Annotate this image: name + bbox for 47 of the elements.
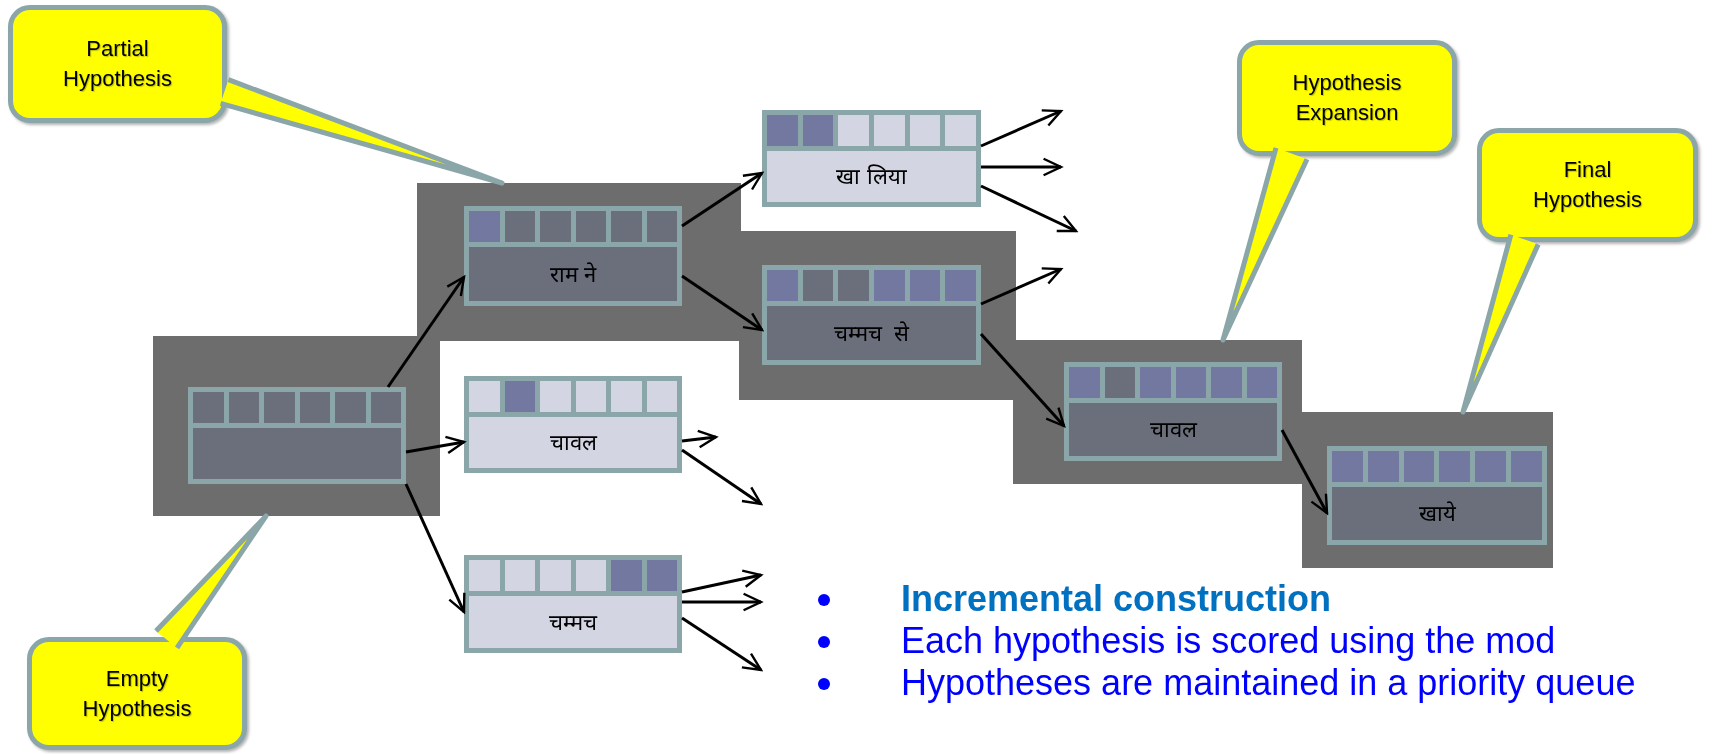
arrow: [980, 184, 1078, 233]
hypothesis-card: [762, 110, 981, 207]
hypothesis-label: राम ने: [549, 260, 597, 289]
arrow: [980, 267, 1063, 306]
arrow: [980, 109, 1063, 148]
hypothesis-card: [464, 555, 682, 653]
arrow: [405, 435, 466, 455]
hypothesis-label: चावल: [549, 429, 597, 457]
bullet-text: Each hypothesis is scored using the mod: [901, 620, 1556, 662]
callout-bubble: [1477, 128, 1698, 242]
hypothesis-label: चम्मच: [549, 608, 597, 637]
callout-bubble: [8, 5, 227, 123]
callout-text: Partial Hypothesis: [62, 35, 173, 93]
callout-text: Final Hypothesis: [1532, 156, 1643, 214]
callout-bubble: [27, 637, 247, 750]
hypothesis-label: खाये: [1418, 500, 1456, 528]
beam-stack-panel: [739, 231, 1016, 400]
arrow: [681, 429, 718, 449]
arrow: [404, 483, 466, 614]
hypothesis-label: चम्मच से: [833, 319, 910, 348]
beam-stack-panel: [417, 183, 741, 341]
hypothesis-label: खा लिया: [836, 163, 907, 191]
arrow: [681, 448, 763, 506]
arrow: [979, 333, 1066, 428]
arrow: [386, 275, 466, 388]
hypothesis-card: [188, 387, 406, 484]
callout-bubble: [1237, 40, 1457, 156]
arrow: [682, 592, 763, 612]
arrow: [681, 274, 764, 332]
hypothesis-card: [464, 206, 682, 306]
bullet-text: Incremental construction: [901, 578, 1332, 620]
callout-text: Hypothesis Expansion: [1291, 69, 1403, 127]
arrow: [1280, 429, 1329, 515]
arrow: [981, 157, 1063, 177]
hypothesis-card: [1064, 362, 1282, 461]
arrow: [681, 569, 763, 594]
bullet-text: Hypotheses are maintained in a priority queue: [901, 662, 1636, 704]
hypothesis-card: [464, 376, 682, 473]
hypothesis-card: [1327, 446, 1547, 545]
beam-stack-panel: [1302, 412, 1553, 568]
callout-text: Empty Hypothesis: [81, 664, 193, 723]
hypothesis-card: [762, 265, 981, 365]
beam-stack-panel: [1013, 340, 1302, 484]
arrow: [681, 171, 764, 228]
hypothesis-label: चावल: [1149, 416, 1197, 444]
arrow: [681, 616, 763, 672]
beam-stack-panel: [153, 336, 440, 516]
